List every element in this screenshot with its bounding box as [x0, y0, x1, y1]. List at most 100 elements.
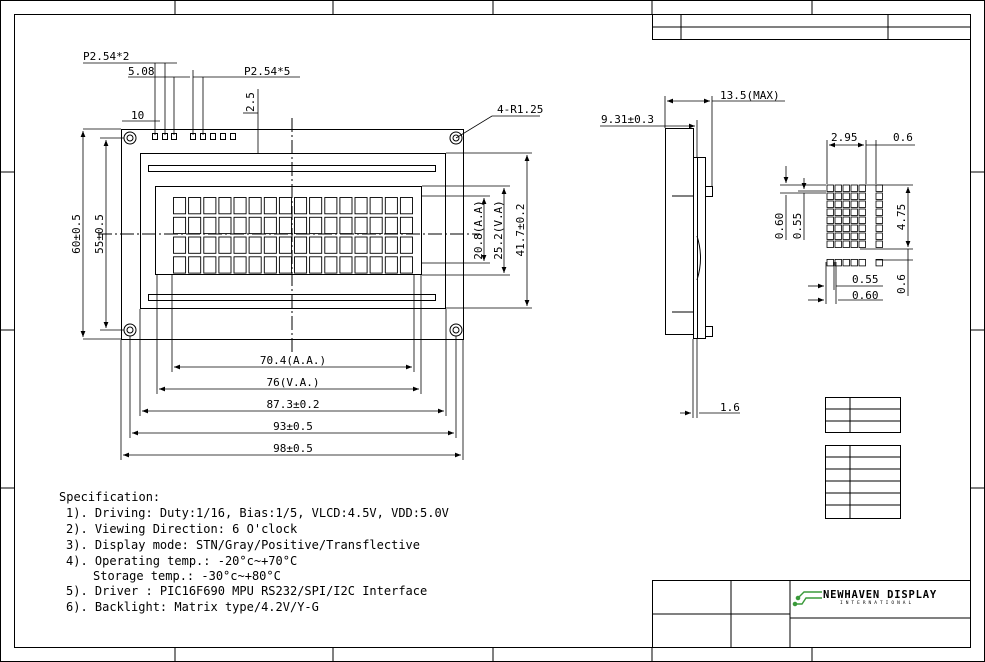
dim-char-height: 4.75 — [895, 204, 908, 231]
lcd-char-cell — [263, 197, 277, 215]
dim-dot-height: 0.55 — [791, 213, 804, 240]
pixel-dot — [875, 208, 883, 216]
dim-pin-dia: 2.5 — [244, 92, 257, 112]
pixel-dot — [842, 240, 850, 248]
spec-line-display-mode: 3). Display mode: STN/Gray/Positive/Tran… — [66, 538, 420, 552]
pixel-dot — [842, 184, 850, 192]
front-dimension-labels: P2.54*2 5.08 P2.54*5 2.5 10 4-R1.25 60±0… — [70, 50, 543, 455]
pixel-dot — [858, 216, 866, 224]
dim-height-va: 25.2(V.A) — [492, 200, 505, 260]
lcd-char-cell — [309, 216, 323, 235]
pixel-dot — [826, 232, 834, 240]
lcd-char-cell — [384, 197, 398, 215]
lcd-char-cell — [173, 256, 187, 274]
lcd-char-cell — [248, 197, 262, 215]
lcd-char-cell — [203, 216, 217, 235]
pixel-dot — [842, 224, 850, 232]
dim-width-pcb: 98±0.5 — [273, 442, 313, 455]
lcd-char-cell — [354, 236, 368, 254]
lcd-char-cell — [369, 236, 383, 254]
lcd-char-cell — [203, 236, 217, 254]
pixel-dot — [834, 224, 842, 232]
dim-hole-radius: 4-R1.25 — [497, 103, 543, 116]
pixel-dot — [842, 258, 850, 267]
dim-cursor-pitch: 0.6 — [895, 274, 908, 294]
dim-height-holes: 55±0.5 — [93, 214, 106, 254]
lcd-char-cell — [248, 216, 262, 235]
pixel-dot — [875, 184, 883, 192]
pixel-dot — [842, 192, 850, 200]
dim-dot-pitch-x2: 0.60 — [852, 289, 879, 302]
pixel-dot — [875, 200, 883, 208]
pixel-dot — [834, 258, 842, 267]
lcd-char-cell — [218, 256, 232, 274]
dim-width-bezel: 87.3±0.2 — [267, 398, 320, 411]
pixel-dot — [850, 216, 858, 224]
pixel-dot — [850, 232, 858, 240]
pixel-dot — [842, 232, 850, 240]
spec-line-driving: 1). Driving: Duty:1/16, Bias:1/5, VLCD:4… — [66, 506, 449, 520]
pixel-dot — [875, 224, 883, 232]
lcd-char-cell — [354, 216, 368, 235]
lcd-char-cell — [354, 197, 368, 215]
lcd-char-cell — [233, 256, 247, 274]
lcd-char-cell — [324, 236, 338, 254]
lcd-char-cell — [278, 216, 292, 235]
lcd-char-cell — [173, 236, 187, 254]
pixel-dot — [858, 200, 866, 208]
pixel-dot — [850, 184, 858, 192]
lcd-char-cell — [369, 216, 383, 235]
lcd-char-cell — [278, 256, 292, 274]
lcd-char-cell — [188, 216, 202, 235]
pixel-dot — [826, 200, 834, 208]
pixel-dot — [850, 208, 858, 216]
dim-pin-pitch-2: P2.54*2 — [83, 50, 129, 63]
lcd-char-cell — [188, 197, 202, 215]
dim-module-thickness: 9.31±0.3 — [601, 113, 654, 126]
pixel-dot — [875, 240, 883, 248]
pixel-dot — [850, 258, 858, 267]
dim-dot-pitch-y: 0.60 — [773, 213, 786, 240]
pixel-dot — [858, 192, 866, 200]
pixel-dot — [834, 208, 842, 216]
pixel-dot — [842, 216, 850, 224]
pixel-dot — [834, 192, 842, 200]
pixel-dot — [826, 258, 834, 267]
dim-height-pcb: 60±0.5 — [70, 214, 83, 254]
dim-max-thickness: 13.5(MAX) — [720, 89, 780, 102]
lcd-char-cell — [218, 197, 232, 215]
pixel-dot — [842, 208, 850, 216]
pixel-dot — [826, 216, 834, 224]
pixel-dot — [858, 240, 866, 248]
pixel-dot — [850, 200, 858, 208]
lcd-char-cell — [384, 236, 398, 254]
lcd-char-cell — [354, 256, 368, 274]
dim-dot-pitch-x: 0.6 — [893, 131, 913, 144]
spec-heading: Specification: — [59, 490, 160, 504]
spec-line-driver: 5). Driver : PIC16F690 MPU RS232/SPI/I2C… — [66, 584, 427, 598]
company-name: NEWHAVEN DISPLAY — [823, 589, 937, 601]
pixel-dot — [834, 200, 842, 208]
pixel-dot — [875, 258, 883, 267]
lcd-char-cell — [399, 216, 413, 235]
lcd-char-cell — [263, 216, 277, 235]
lcd-char-cell — [399, 197, 413, 215]
dim-pin-pitch-5: P2.54*5 — [244, 65, 290, 78]
char-detail-dimensions — [780, 140, 915, 304]
front-dimensions — [80, 62, 540, 460]
lcd-char-cell — [339, 256, 353, 274]
dim-char-width: 2.95 — [831, 131, 858, 144]
table-large — [825, 445, 901, 519]
lcd-char-cell — [233, 216, 247, 235]
front-view — [98, 118, 480, 352]
lcd-char-cell — [294, 216, 308, 235]
spec-line-backlight: 6). Backlight: Matrix type/4.2V/Y-G — [66, 600, 319, 614]
pixel-dot — [875, 232, 883, 240]
lcd-char-cell — [339, 197, 353, 215]
pixel-dot — [850, 192, 858, 200]
company-logo: NEWHAVEN DISPLAY INTERNATIONAL — [792, 589, 937, 607]
lcd-char-cell — [294, 256, 308, 274]
company-subtitle: INTERNATIONAL — [840, 600, 914, 606]
lcd-char-cell — [294, 197, 308, 215]
